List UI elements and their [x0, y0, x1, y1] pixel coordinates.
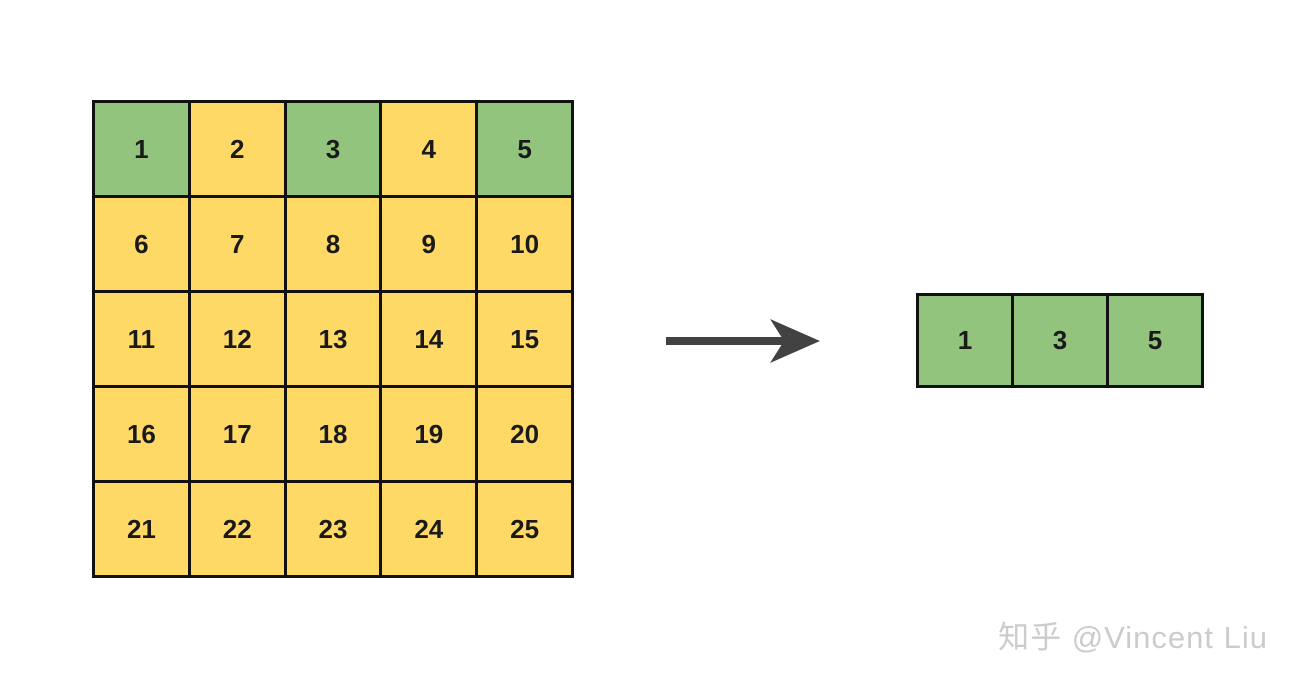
matrix-cell: 4 [382, 103, 476, 195]
matrix-cell: 13 [286, 293, 380, 385]
matrix-cell: 12 [190, 293, 284, 385]
matrix-cell: 14 [382, 293, 476, 385]
matrix-cell: 15 [478, 293, 571, 385]
matrix-cell: 18 [286, 388, 380, 480]
matrix-cell: 5 [478, 103, 571, 195]
matrix-cell: 21 [95, 483, 188, 575]
watermark: 知乎 @Vincent Liu [998, 620, 1268, 655]
result-cell: 5 [1109, 296, 1201, 385]
matrix-cell: 11 [95, 293, 188, 385]
matrix-cell: 20 [478, 388, 571, 480]
matrix-cell: 10 [478, 198, 571, 290]
matrix-cell: 6 [95, 198, 188, 290]
matrix-cell: 23 [286, 483, 380, 575]
arrow-right-icon [666, 319, 820, 363]
matrix-cell: 3 [286, 103, 380, 195]
matrix-cell: 17 [190, 388, 284, 480]
matrix-cell: 1 [95, 103, 188, 195]
matrix-cell: 16 [95, 388, 188, 480]
matrix-cell: 22 [190, 483, 284, 575]
matrix-cell: 19 [382, 388, 476, 480]
matrix-cell: 25 [478, 483, 571, 575]
result-cell: 1 [919, 296, 1011, 385]
matrix-cell: 24 [382, 483, 476, 575]
matrix-cell: 8 [286, 198, 380, 290]
matrix-cell: 9 [382, 198, 476, 290]
matrix-cell: 2 [190, 103, 284, 195]
result-cell: 3 [1014, 296, 1106, 385]
matrix-cell: 7 [190, 198, 284, 290]
